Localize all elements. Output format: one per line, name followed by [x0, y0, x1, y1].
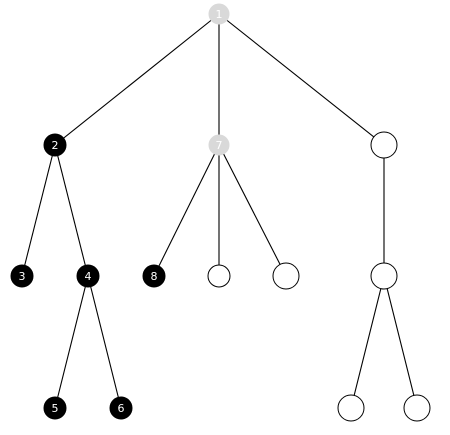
tree-node-nB: [272, 262, 300, 290]
node-circle-nB: [272, 262, 300, 290]
node-circle-n6: [109, 396, 133, 420]
node-label-n4: 4: [85, 270, 92, 283]
node-label-n8: 8: [151, 270, 158, 283]
tree-node-n6: 6: [109, 396, 133, 420]
tree-node-n4: 4: [76, 264, 100, 288]
tree-node-n8: 8: [142, 264, 166, 288]
edge-n4-n6: [87, 275, 122, 409]
tree-node-n5: 5: [43, 396, 67, 420]
tree-node-nA: [207, 264, 231, 288]
edges-layer: [21, 13, 418, 409]
edge-n7-nB: [218, 144, 287, 277]
node-circle-nE: [403, 394, 431, 422]
node-label-n7: 7: [216, 139, 223, 152]
node-circle-n7: [208, 134, 230, 156]
edge-n7-n8: [153, 144, 220, 277]
edge-n1-nR: [218, 13, 385, 146]
tree-node-nC: [370, 262, 398, 290]
node-circle-nD: [337, 394, 365, 422]
nodes-layer: 1 2 7 3 4 8 5 6: [10, 3, 431, 422]
node-circle-n3: [10, 264, 34, 288]
tree-node-nE: [403, 394, 431, 422]
node-label-n6: 6: [118, 402, 125, 415]
node-circle-nR: [370, 131, 398, 159]
node-circle-n4: [76, 264, 100, 288]
edge-n2-n4: [54, 144, 89, 277]
edge-n2-n3: [21, 144, 56, 277]
tree-node-n1: 1: [208, 3, 230, 25]
edge-n1-n2: [54, 13, 220, 146]
tree-node-nR: [370, 131, 398, 159]
node-circle-n2: [43, 133, 67, 157]
node-circle-nA: [207, 264, 231, 288]
node-circle-n5: [43, 396, 67, 420]
node-label-n1: 1: [216, 8, 223, 21]
edge-n4-n5: [54, 275, 89, 409]
tree-node-n7: 7: [208, 134, 230, 156]
node-label-n5: 5: [52, 402, 59, 415]
node-label-n2: 2: [52, 139, 59, 152]
node-circle-nC: [370, 262, 398, 290]
tree-node-n3: 3: [10, 264, 34, 288]
edge-nC-nD: [350, 275, 385, 409]
tree-node-nD: [337, 394, 365, 422]
node-circle-n8: [142, 264, 166, 288]
tree-node-n2: 2: [43, 133, 67, 157]
node-circle-n1: [208, 3, 230, 25]
node-label-n3: 3: [19, 270, 26, 283]
edge-nC-nE: [383, 275, 418, 409]
